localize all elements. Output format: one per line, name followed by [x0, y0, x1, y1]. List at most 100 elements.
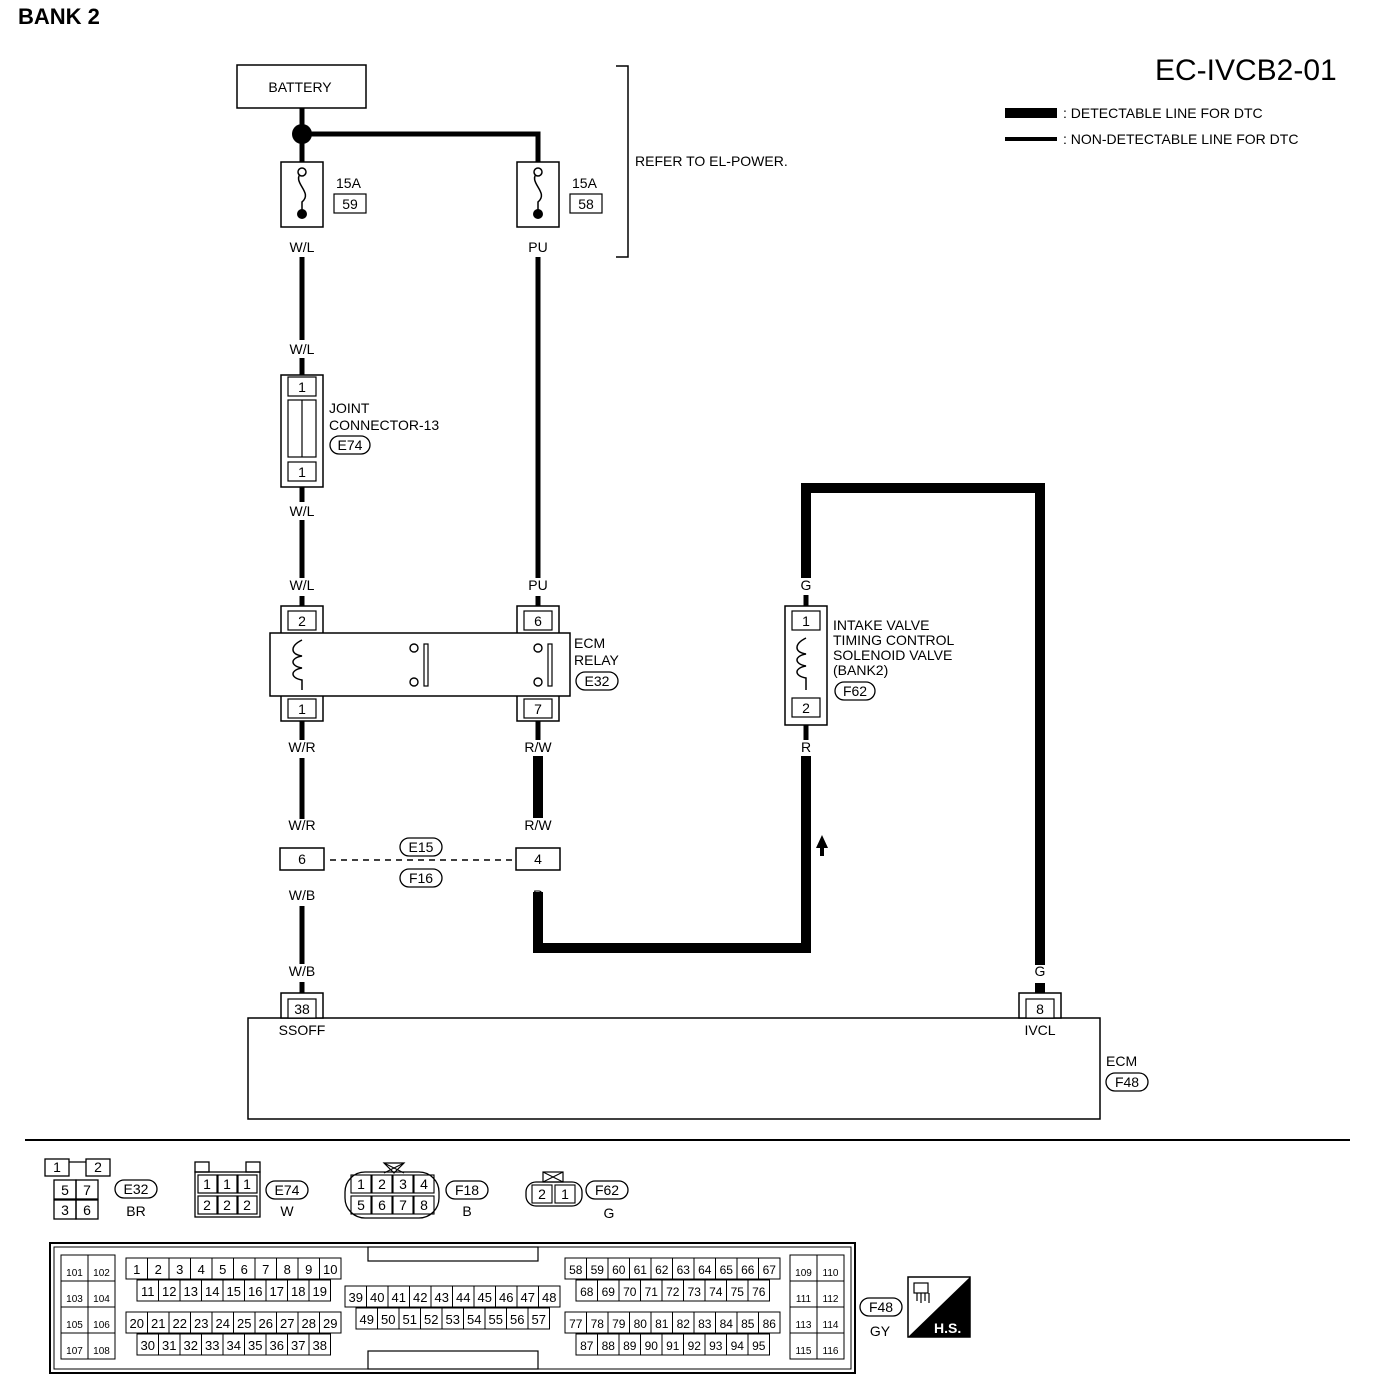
- svg-text:G: G: [604, 1205, 615, 1221]
- thin-line-swatch: [1005, 137, 1057, 141]
- pin-label: 14: [205, 1284, 219, 1299]
- pin-label: 45: [478, 1290, 492, 1305]
- pin-label: 75: [731, 1285, 745, 1299]
- pin-label: 1: [298, 464, 306, 480]
- intake-valve-solenoid: 1 2 INTAKE VALVE TIMING CONTROL SOLENOID…: [784, 605, 955, 726]
- pin-label: 5: [219, 1262, 226, 1277]
- pin-label: 65: [720, 1263, 734, 1277]
- f48-color: GY: [870, 1323, 891, 1339]
- svg-text:5: 5: [61, 1182, 69, 1198]
- ivcl-label: IVCL: [1024, 1022, 1055, 1038]
- fuse-59: 15A 59: [280, 161, 367, 228]
- pin-label: 92: [688, 1339, 702, 1353]
- pin-label: 80: [634, 1317, 648, 1331]
- pin-label: 70: [623, 1285, 637, 1299]
- pin-label: 103: [66, 1294, 83, 1305]
- svg-text:B: B: [462, 1203, 471, 1219]
- pin-label: 2: [298, 613, 306, 629]
- pin-label: 111: [796, 1294, 812, 1305]
- pin-label: 51: [403, 1312, 417, 1327]
- relay-label-2: RELAY: [574, 652, 620, 668]
- svg-text:1: 1: [203, 1176, 211, 1192]
- pin-label: 25: [237, 1316, 251, 1331]
- fuse-59-amp: 15A: [336, 175, 362, 191]
- pin-cell: [758, 1257, 781, 1280]
- svg-text:6: 6: [378, 1197, 386, 1213]
- pin-label: 1: [133, 1262, 140, 1277]
- svg-text:W: W: [280, 1203, 294, 1219]
- harness-icon: [913, 1282, 930, 1303]
- pin-label: 6: [241, 1262, 248, 1277]
- pin-cell: [319, 1311, 342, 1334]
- svg-text:1: 1: [53, 1159, 61, 1175]
- svg-text:8: 8: [420, 1197, 428, 1213]
- coil-icon: [292, 639, 303, 690]
- pin-label: 102: [93, 1268, 110, 1279]
- pin-label: 76: [752, 1285, 766, 1299]
- wire-label: R: [801, 739, 811, 755]
- pin-label: 113: [796, 1320, 812, 1331]
- pin-label: 4: [198, 1262, 205, 1277]
- pin-label: 9: [305, 1262, 312, 1277]
- svg-text:4: 4: [420, 1176, 428, 1192]
- pin-label: 38: [294, 1001, 310, 1017]
- connector-f62-view: 2 1 F62 G: [525, 1171, 629, 1221]
- pin-label: 37: [291, 1338, 305, 1353]
- pin-label: 53: [446, 1312, 460, 1327]
- fuse-58-amp: 15A: [572, 175, 598, 191]
- svg-text:3: 3: [399, 1176, 407, 1192]
- svg-text:2: 2: [538, 1186, 546, 1202]
- pin-label: 1: [298, 379, 306, 395]
- pin-label: 58: [569, 1263, 583, 1277]
- pin-label: 30: [141, 1338, 155, 1353]
- svg-text:2: 2: [203, 1197, 211, 1213]
- svg-text:1: 1: [561, 1186, 569, 1202]
- connector-f18-view: 1 2 3 4 5 6 7 8 F18 B: [344, 1162, 489, 1219]
- wire-label: R/W: [524, 817, 552, 833]
- pin-label: 36: [270, 1338, 284, 1353]
- pin-label: 1: [802, 613, 810, 629]
- pin-label: 6: [534, 613, 542, 629]
- pin-label: 72: [666, 1285, 680, 1299]
- pin-label: 24: [216, 1316, 230, 1331]
- f48-id: F48: [869, 1299, 893, 1315]
- hs-label: H.S.: [934, 1320, 961, 1336]
- pin-label: 54: [467, 1312, 481, 1327]
- pin-label: 21: [151, 1316, 165, 1331]
- pin-label: 6: [298, 851, 306, 867]
- pin-label: 8: [1036, 1001, 1044, 1017]
- pin-label: 77: [569, 1317, 583, 1331]
- pin-label: 101: [66, 1268, 83, 1279]
- svg-text:2: 2: [378, 1176, 386, 1192]
- pin-label: 107: [66, 1346, 83, 1357]
- pin-label: 27: [280, 1316, 294, 1331]
- pin-label: 10: [323, 1262, 337, 1277]
- pin-label: 64: [698, 1263, 712, 1277]
- svg-text:7: 7: [83, 1182, 91, 1198]
- pin-cell: [308, 1333, 331, 1356]
- pin-label: 44: [456, 1290, 470, 1305]
- pin-label: 116: [823, 1346, 839, 1357]
- pin-label: 11: [141, 1284, 155, 1299]
- wire-label: W/B: [289, 887, 315, 903]
- pin-label: 48: [542, 1290, 556, 1305]
- pin-label: 63: [677, 1263, 691, 1277]
- pin-label: 74: [709, 1285, 723, 1299]
- splice-dot: [292, 124, 312, 144]
- thick-line-swatch: [1005, 108, 1057, 118]
- wire-label: W/L: [290, 577, 315, 593]
- ecm-label: ECM: [1106, 1053, 1137, 1069]
- pin-label: 28: [302, 1316, 316, 1331]
- wire-label: R: [533, 887, 543, 903]
- pin-label: 85: [741, 1317, 755, 1331]
- pin-label: 88: [602, 1339, 616, 1353]
- pin-label: 90: [645, 1339, 659, 1353]
- svg-text:2: 2: [94, 1159, 102, 1175]
- ssoff-label: SSOFF: [279, 1022, 326, 1038]
- refer-bracket: [616, 65, 629, 258]
- pin-label: 32: [184, 1338, 198, 1353]
- svg-text:E74: E74: [275, 1182, 300, 1198]
- harness-connector: 6 4 E15 F16: [279, 837, 561, 888]
- pin-label: 105: [66, 1320, 83, 1331]
